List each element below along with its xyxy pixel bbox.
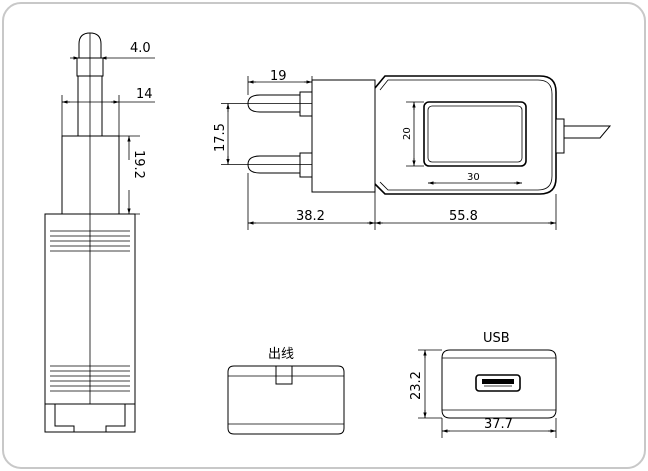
front-view: 19 17.5 20 30 38.2 55.8 — [213, 69, 612, 230]
cable-exit-view: 出线 — [227, 347, 345, 435]
front-pin-upper — [247, 94, 301, 113]
side-bottom-ribs — [50, 365, 130, 392]
front-cable-strain — [555, 118, 565, 154]
usb-view: USB 23.2 37.7 — [409, 331, 557, 438]
dim-pin-length: 19.2 — [131, 150, 146, 179]
front-pin-lower — [247, 155, 301, 174]
dim-plug-depth: 38.2 — [296, 209, 325, 224]
side-view: 4.0 14 19.2 — [44, 32, 155, 433]
usb-port-tongue — [482, 379, 514, 384]
usb-port — [475, 374, 521, 392]
label-cable-exit: 出线 — [268, 347, 294, 362]
dim-pin-spacing-side: 14 — [136, 87, 153, 102]
cable-exit-body — [227, 365, 345, 435]
cable-exit-notch — [275, 366, 293, 385]
dim-usb-width: 37.7 — [484, 417, 513, 432]
side-top-ribs — [50, 230, 130, 252]
dim-top-pin-offset: 19 — [270, 69, 287, 84]
dim-pin-diameter: 4.0 — [130, 41, 151, 56]
front-cable — [564, 125, 612, 139]
front-plug-block — [311, 79, 376, 193]
front-window — [423, 101, 527, 167]
dim-pin-pitch: 17.5 — [213, 123, 228, 152]
dim-window-height: 20 — [402, 127, 413, 140]
side-plug-base — [61, 135, 120, 215]
label-usb: USB — [483, 331, 510, 346]
dim-body-depth: 55.8 — [449, 209, 478, 224]
dim-usb-height: 23.2 — [409, 371, 424, 400]
side-foot — [54, 404, 126, 433]
dim-window-width: 30 — [467, 172, 480, 183]
